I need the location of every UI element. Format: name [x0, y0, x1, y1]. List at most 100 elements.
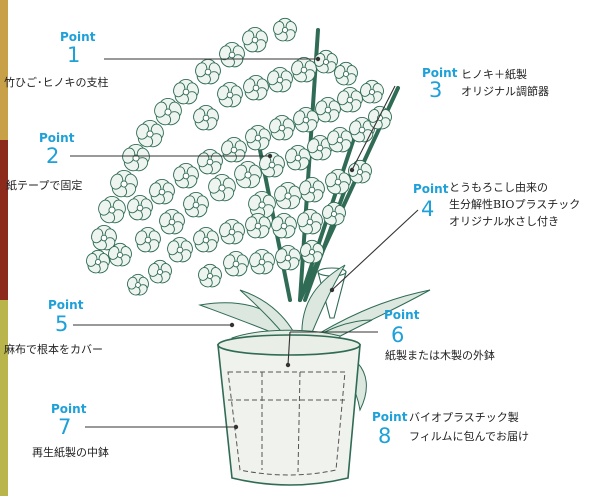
- callout-1-line-1: 竹ひご･ヒノキの支柱: [4, 76, 109, 89]
- orchid-flower: [273, 17, 297, 42]
- edge-strip-red: [0, 140, 8, 300]
- callout-1-number: 1: [67, 43, 81, 67]
- orchid-flower: [219, 218, 245, 245]
- orchid-flower: [242, 26, 268, 53]
- orchid-illustration: [86, 17, 431, 486]
- orchid-flower: [98, 195, 126, 224]
- leader-dot: [315, 56, 321, 62]
- callout-4-point-label: Point: [413, 182, 449, 196]
- edge-strip-olive: [0, 300, 8, 496]
- callout-6-number: 6: [391, 323, 405, 347]
- orchid-flower: [167, 236, 193, 263]
- orchid-flower: [197, 148, 223, 175]
- callout-4-line-1: とうもろこし由来の: [449, 181, 548, 194]
- orchid-flower: [334, 61, 358, 86]
- orchid-flower: [293, 106, 319, 133]
- orchid-flower: [198, 263, 222, 288]
- orchid-flower: [327, 126, 353, 153]
- outer-pot: [217, 344, 361, 486]
- leader-dot: [285, 362, 291, 368]
- orchid-flower: [208, 173, 236, 202]
- orchid-flower: [234, 160, 262, 189]
- orchid-flower: [297, 208, 323, 235]
- orchid-flower: [360, 79, 384, 104]
- callout-4-number: 4: [421, 197, 435, 221]
- orchid-flower: [249, 248, 275, 275]
- orchid-flower: [108, 242, 132, 267]
- leader-line: [331, 209, 419, 291]
- leader-dot: [229, 322, 235, 328]
- orchid-flower: [217, 81, 243, 108]
- callout-2-line-1: 紙テープで固定: [6, 179, 83, 192]
- callout-6-point-label: Point: [384, 308, 420, 322]
- orchid-flower: [173, 162, 199, 189]
- leader-dot: [349, 167, 355, 173]
- orchid-flower: [322, 201, 346, 226]
- callout-7-point-label: Point: [51, 402, 87, 416]
- callout-3-number: 3: [429, 78, 443, 102]
- orchid-flower: [127, 194, 153, 221]
- orchid-flower: [245, 124, 271, 151]
- edge-color-strip: [0, 0, 8, 496]
- orchid-flower: [315, 96, 341, 123]
- orchid-flower: [337, 86, 363, 113]
- orchid-flower: [154, 97, 182, 126]
- orchid-flower: [243, 74, 269, 101]
- orchid-flower: [173, 78, 199, 105]
- callout-3-line-1: ヒノキ＋紙製: [461, 68, 527, 81]
- inner-pot-seam: [297, 371, 301, 473]
- leader-dot: [329, 287, 335, 293]
- orchid-flower: [349, 116, 375, 143]
- orchid-flower: [275, 244, 301, 271]
- callout-3-line-2: オリジナル調節器: [461, 85, 549, 98]
- leader-line: [351, 85, 396, 171]
- callout-3-point-label: Point: [422, 66, 458, 80]
- callout-2-point-label: Point: [39, 131, 75, 145]
- orchid-leaf: [301, 264, 346, 343]
- callout-5-line-1: 麻布で根本をカバー: [4, 343, 103, 356]
- orchid-flower: [193, 104, 219, 131]
- leader-lines: [70, 56, 419, 430]
- edge-strip-yellow: [0, 0, 8, 140]
- callout-6-line-1: 紙製または木製の外鉢: [385, 349, 495, 362]
- orchid-flower: [91, 224, 117, 251]
- orchid-flower: [149, 178, 175, 205]
- callout-5-point-label: Point: [48, 298, 84, 312]
- orchid-flower: [299, 176, 325, 203]
- orchid-flower: [127, 273, 149, 296]
- callout-8-number: 8: [378, 424, 392, 448]
- orchid-flower: [223, 250, 249, 277]
- orchid-flower: [325, 168, 351, 195]
- callout-5-number: 5: [55, 312, 69, 336]
- orchid-flower: [291, 56, 317, 83]
- orchid-flower: [159, 208, 185, 235]
- callout-8-point-label: Point: [372, 410, 408, 424]
- orchid-flower: [193, 226, 219, 253]
- orchid-flower: [307, 134, 333, 161]
- callout-4-line-3: オリジナル水さし付き: [449, 215, 559, 228]
- orchid-flower: [314, 49, 338, 74]
- orchid-flower: [136, 119, 164, 148]
- orchid-flower: [300, 239, 324, 264]
- orchid-flower: [183, 191, 209, 218]
- callout-7-line-1: 再生紙製の中鉢: [32, 446, 109, 459]
- orchid-flower: [271, 212, 297, 239]
- callout-1-point-label: Point: [60, 30, 96, 44]
- callout-2-number: 2: [46, 144, 60, 168]
- orchid-flower: [195, 58, 221, 85]
- orchid-flower: [219, 41, 245, 68]
- callout-4-line-2: 生分解性BIOプラスチック: [449, 198, 581, 211]
- orchid-flower: [135, 226, 161, 253]
- orchid-flower: [110, 169, 138, 198]
- leader-dot: [233, 424, 239, 430]
- orchid-flower: [245, 212, 271, 239]
- orchid-flower: [267, 66, 293, 93]
- leader-line: [287, 331, 291, 366]
- orchid-flower: [285, 144, 311, 171]
- orchid-flower: [86, 249, 110, 274]
- callout-8-line-1: バイオプラスチック製: [409, 411, 519, 424]
- orchid-flower: [148, 259, 172, 284]
- callout-8-line-2: フィルムに包んでお届け: [409, 430, 530, 443]
- orchid-flower: [221, 136, 247, 163]
